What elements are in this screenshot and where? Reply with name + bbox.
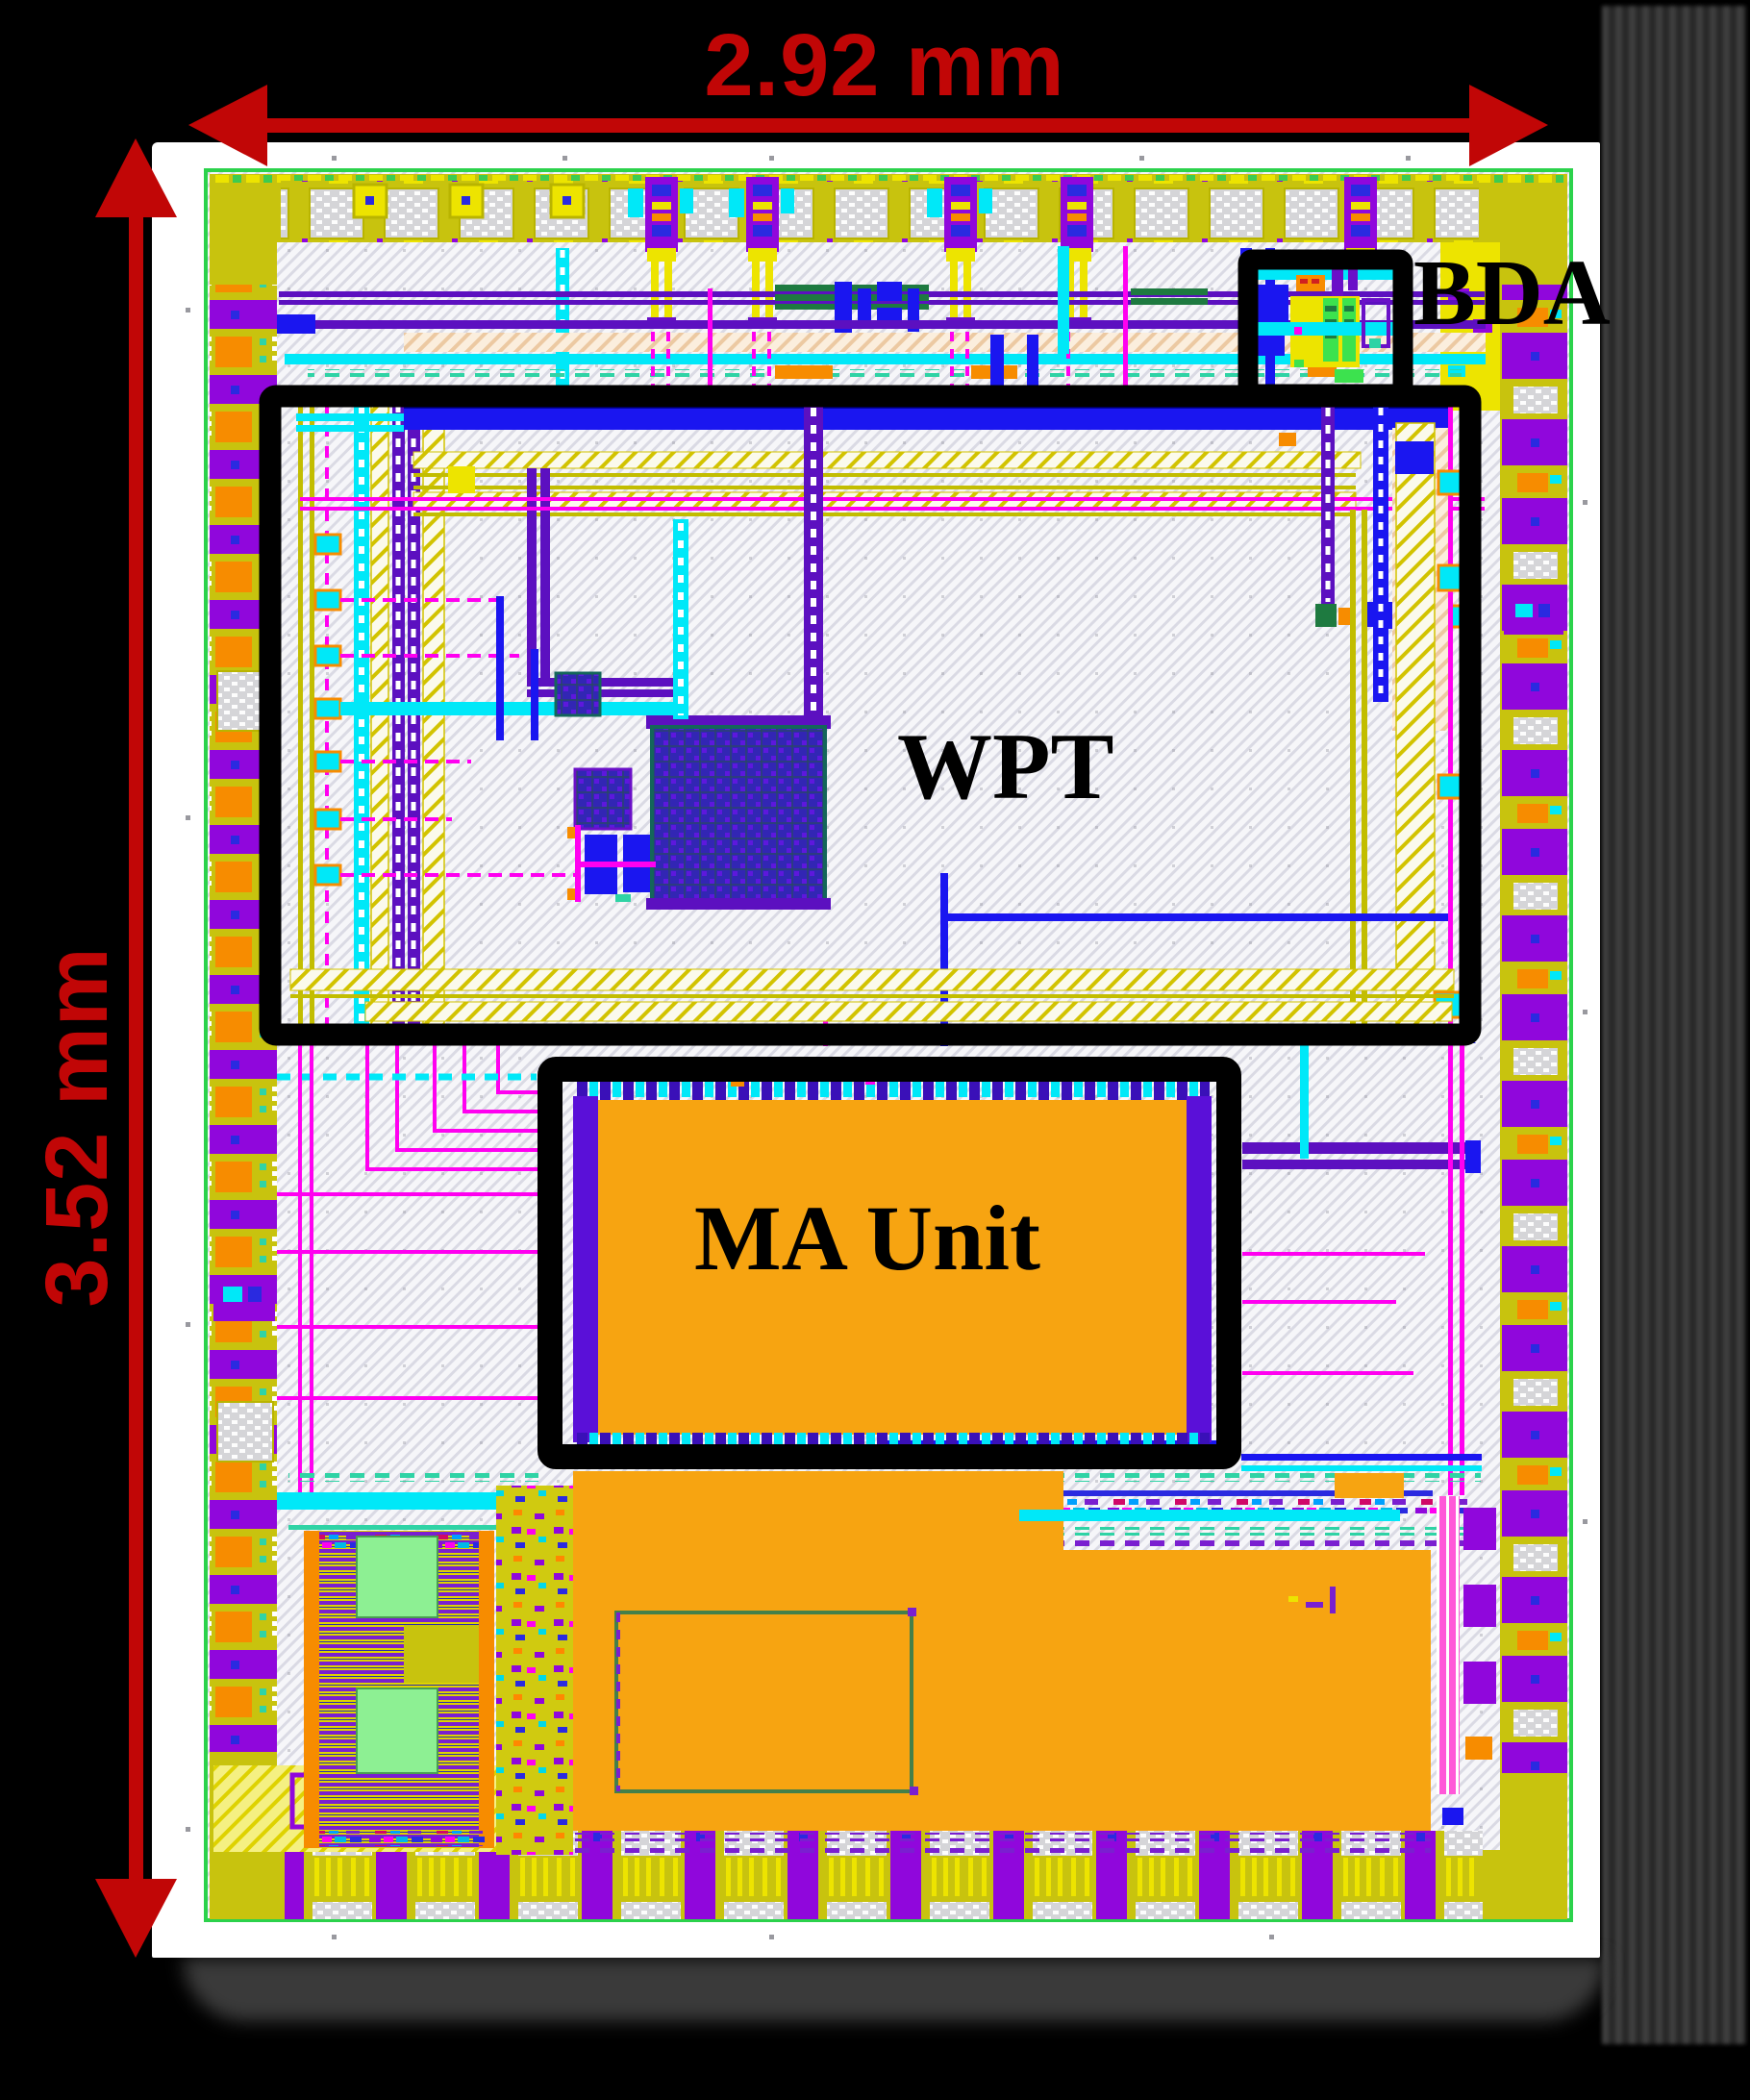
dimension-arrows [95, 85, 1548, 1958]
annotation-boxes [259, 249, 1482, 1469]
bda-interior [1250, 262, 1404, 383]
margin-registration-dots [186, 156, 1588, 1939]
bottom-right-column [1437, 1496, 1496, 1825]
canvas-drop-shadow-bottom [183, 1958, 1606, 2021]
left-rail-taps [313, 533, 575, 887]
vertical-dimension-arrow [95, 138, 177, 1958]
height-dimension-label: 3.52 mm [28, 946, 126, 1308]
bottom-section [277, 1471, 1496, 1855]
top-io-towers [628, 177, 1377, 329]
wpt-interior [289, 396, 1485, 1046]
ma-unit-region-box [538, 1057, 1241, 1469]
horizontal-dimension-arrow [188, 85, 1548, 166]
wpt-region-box [259, 385, 1482, 1046]
wpt-center-blocks [554, 671, 831, 910]
wpt-region-label: WPT [897, 714, 1114, 819]
width-dimension-label: 2.92 mm [704, 16, 1065, 114]
bda-region-label: BDA [1413, 241, 1611, 344]
memory-block [288, 1525, 540, 1848]
bda-region-box [1238, 249, 1413, 405]
top-routing [277, 246, 1486, 394]
mid-routing [277, 1043, 1482, 1495]
canvas-drop-shadow-right [1602, 6, 1746, 2044]
top-pad-markers [352, 183, 586, 219]
ma-unit-region-label: MA Unit [694, 1187, 1040, 1289]
